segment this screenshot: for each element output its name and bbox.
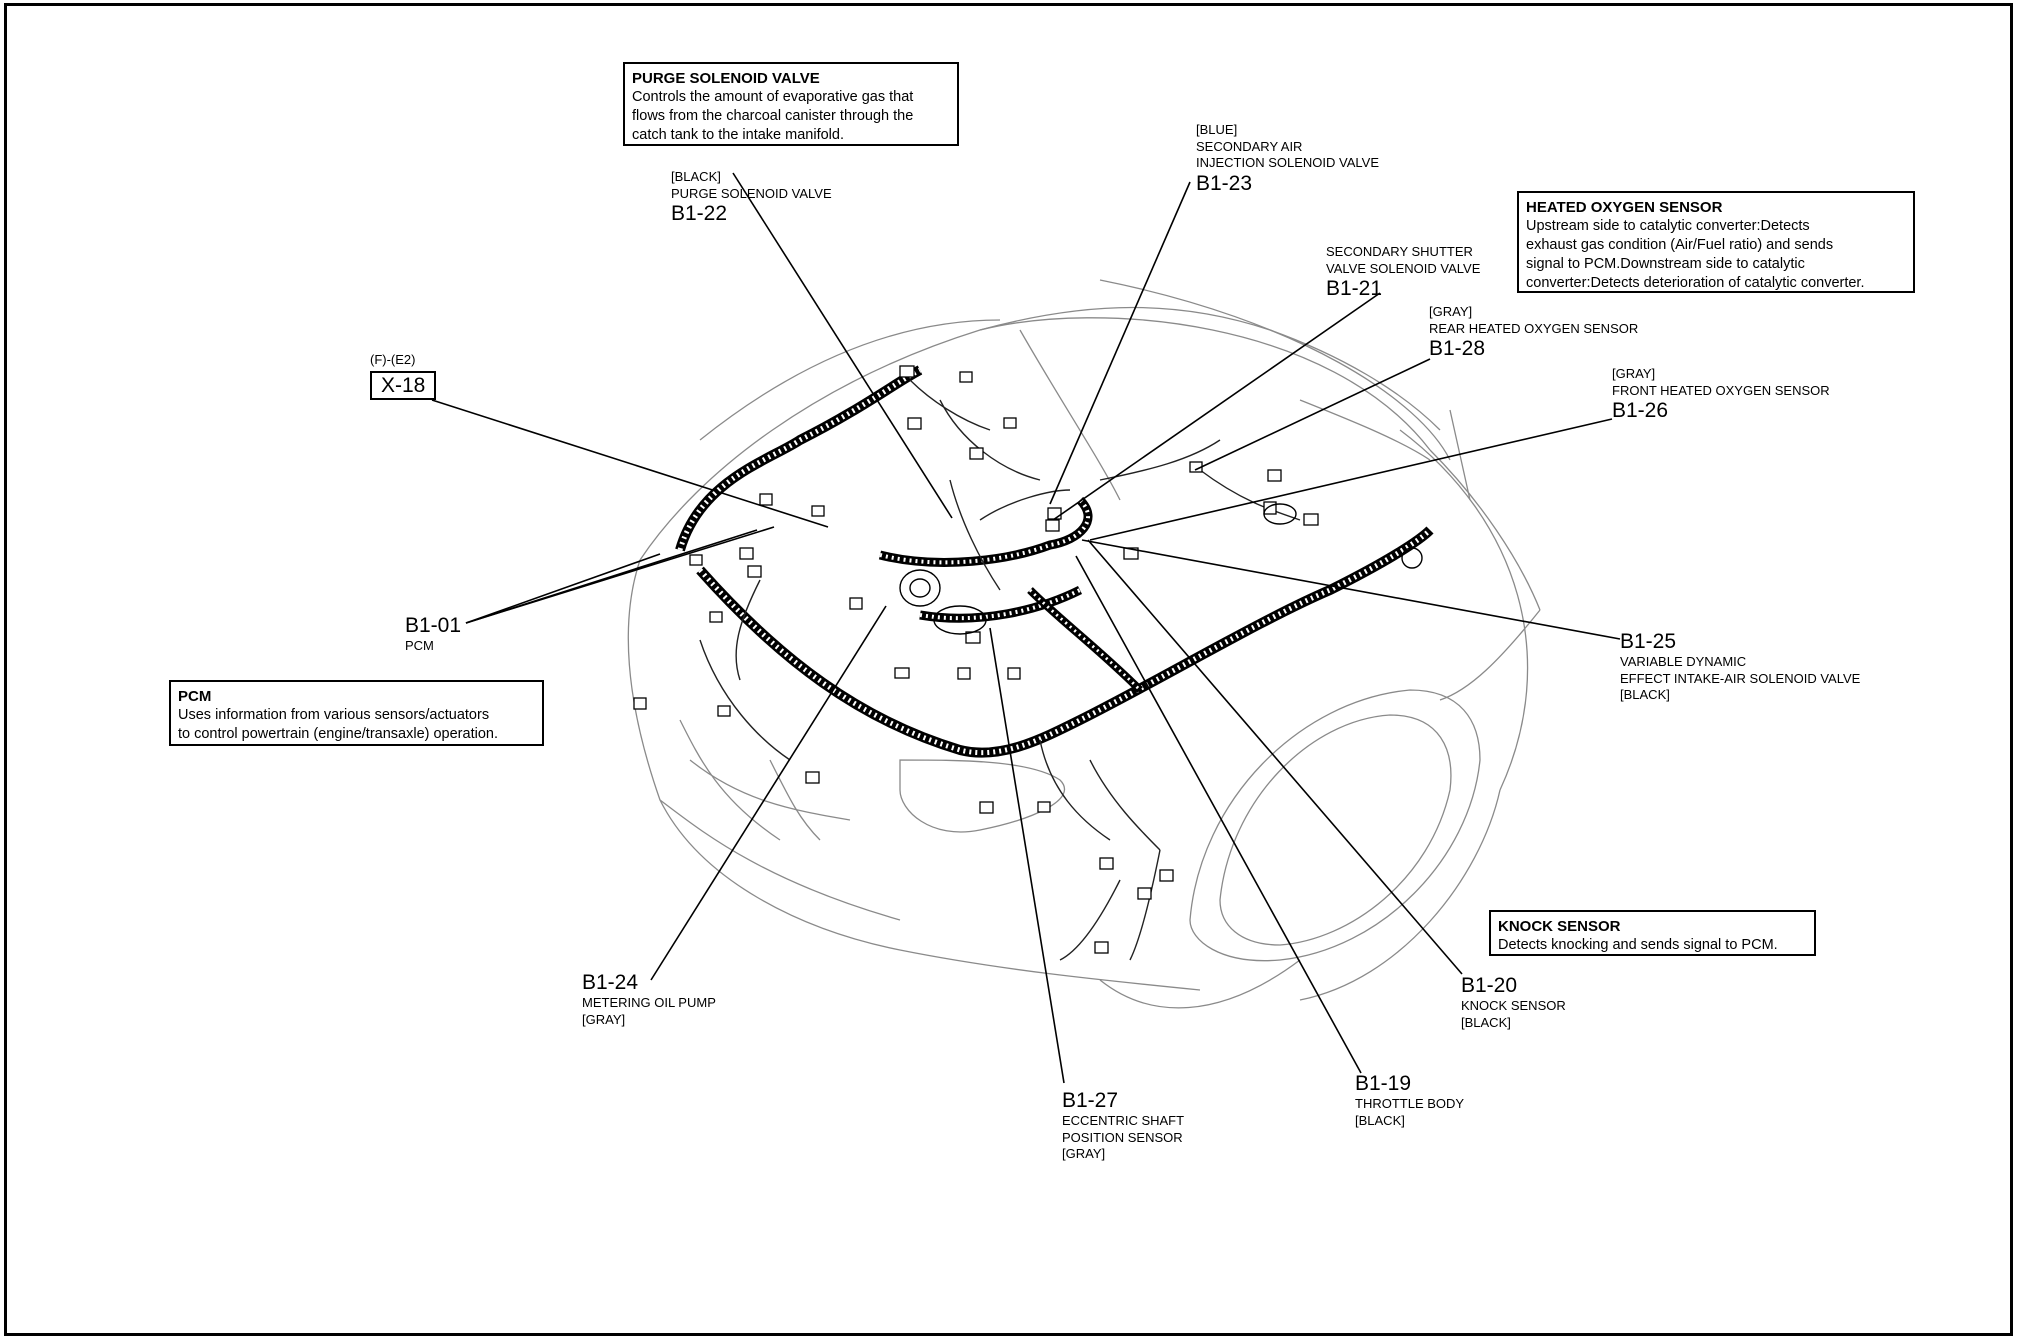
leader-b1-21 (1052, 292, 1381, 521)
callout-body-line: converter:Detects deterioration of catal… (1526, 275, 1865, 291)
callout-body-line: Upstream side to catalytic converter:Det… (1526, 218, 1810, 234)
pcm-callout: PCM Uses information from various sensor… (169, 680, 544, 746)
connector-detail: VARIABLE DYNAMIC (1620, 654, 1747, 669)
callout-body-line: to control powertrain (engine/transaxle)… (178, 726, 498, 742)
leader-b1-25 (1081, 539, 1621, 640)
leader-lines (431, 172, 1621, 1084)
connector-code: B1-01 (405, 614, 462, 637)
connector-code: B1-20 (1461, 974, 1518, 997)
car-body-outline (627, 279, 1541, 1009)
connector-label-b1-27: B1-27 ECCENTRIC SHAFT POSITION SENSOR [G… (1062, 1089, 1184, 1163)
wiring-harness (675, 365, 1434, 758)
callout-title: KNOCK SENSOR (1498, 918, 1621, 935)
leader-x-18 (431, 399, 829, 528)
leader-b1-26 (1089, 418, 1613, 541)
leader-b1-20 (1087, 539, 1463, 975)
connector-detail: [BLUE] (1196, 122, 1238, 137)
connector-label-b1-28: [GRAY] REAR HEATED OXYGEN SENSOR B1-28 (1429, 304, 1638, 361)
leader-b1-28 (1194, 358, 1431, 471)
connector-detail: SECONDARY SHUTTER (1326, 244, 1473, 259)
connector-blocks (633, 365, 1319, 954)
leader-b1-24 (650, 605, 887, 981)
connector-code: B1-24 (582, 971, 639, 994)
connector-detail: REAR HEATED OXYGEN SENSOR (1429, 320, 1639, 336)
connector-detail: [GRAY] (582, 1011, 626, 1027)
knock-sensor-callout: KNOCK SENSOR Detects knocking and sends … (1489, 910, 1816, 956)
callout-body-line: exhaust gas condition (Air/Fuel ratio) a… (1526, 237, 1834, 253)
connector-code-box: X-18 (370, 370, 437, 400)
connector-code: B1-22 (671, 202, 728, 225)
connector-ref-x-18: (F)-(E2) X-18 (370, 352, 437, 400)
connector-label-b1-23: [BLUE] SECONDARY AIR INJECTION SOLENOID … (1196, 122, 1379, 196)
connector-detail: METERING OIL PUMP (582, 995, 716, 1010)
callout-body-line: Uses information from various sensors/ac… (178, 707, 490, 723)
heated-oxygen-sensor-callout: HEATED OXYGEN SENSOR Upstream side to ca… (1517, 191, 1915, 293)
connector-detail: [GRAY] (1429, 304, 1473, 319)
callout-title: PCM (178, 688, 212, 705)
diagram-frame (4, 3, 2013, 1336)
connector-code: B1-21 (1326, 277, 1383, 300)
connector-label-b1-22: [BLACK] PURGE SOLENOID VALVE B1-22 (671, 169, 832, 226)
purge-solenoid-callout: PURGE SOLENOID VALVE Controls the amount… (623, 62, 959, 146)
connector-detail: PURGE SOLENOID VALVE (671, 185, 832, 201)
callout-body-line: Controls the amount of evaporative gas t… (632, 89, 914, 105)
callout-body-line: flows from the charcoal canister through… (632, 108, 914, 124)
connector-code: B1-27 (1062, 1089, 1119, 1112)
connector-label-b1-19: B1-19 THROTTLE BODY [BLACK] (1355, 1072, 1464, 1129)
leader-b1-22 (732, 172, 953, 519)
connector-detail: FRONT HEATED OXYGEN SENSOR (1612, 382, 1830, 398)
callout-title: HEATED OXYGEN SENSOR (1526, 199, 1723, 216)
connector-code: B1-28 (1429, 337, 1486, 360)
connector-label-b1-01: B1-01 PCM (405, 614, 461, 655)
connector-label-b1-20: B1-20 KNOCK SENSOR [BLACK] (1461, 974, 1566, 1031)
leader-b1-01-c (465, 553, 661, 624)
connector-code: B1-25 (1620, 630, 1677, 653)
connector-detail: [GRAY] (1612, 366, 1656, 381)
connector-detail: [BLACK] (671, 169, 721, 184)
connector-detail: INJECTION SOLENOID VALVE (1196, 155, 1380, 170)
connector-detail: EFFECT INTAKE-AIR SOLENOID VALVE (1620, 670, 1861, 686)
connector-label-b1-25: B1-25 VARIABLE DYNAMIC EFFECT INTAKE-AIR… (1620, 630, 1860, 704)
connector-detail: POSITION SENSOR (1062, 1129, 1183, 1145)
connector-label-b1-24: B1-24 METERING OIL PUMP [GRAY] (582, 971, 716, 1028)
connector-code: B1-26 (1612, 399, 1669, 422)
connector-detail: [BLACK] (1461, 1014, 1511, 1030)
leader-b1-27 (989, 627, 1065, 1084)
connector-ref: (F)-(E2) (370, 352, 416, 367)
connector-detail: THROTTLE BODY (1355, 1096, 1465, 1111)
connector-detail: [BLACK] (1355, 1112, 1405, 1128)
leader-b1-23 (1049, 181, 1191, 505)
connector-code: B1-19 (1355, 1072, 1412, 1095)
leader-b1-01-b (465, 529, 758, 624)
connector-detail: [BLACK] (1620, 687, 1670, 702)
callout-body-line: Detects knocking and sends signal to PCM… (1498, 937, 1778, 953)
engine-parts (899, 503, 1423, 635)
branch-wires (699, 379, 1301, 961)
leader-b1-19 (1075, 555, 1362, 1074)
connector-detail: ECCENTRIC SHAFT (1062, 1113, 1185, 1128)
connector-detail: KNOCK SENSOR (1461, 998, 1566, 1013)
connector-detail: SECONDARY AIR (1196, 138, 1303, 154)
connector-label-b1-21: SECONDARY SHUTTER VALVE SOLENOID VALVE B… (1326, 244, 1480, 301)
connector-detail: [GRAY] (1062, 1146, 1106, 1161)
callout-body-line: signal to PCM.Downstream side to catalyt… (1526, 256, 1805, 272)
connector-detail: PCM (405, 638, 434, 653)
connector-detail: VALVE SOLENOID VALVE (1326, 260, 1481, 276)
callout-body-line: catch tank to the intake manifold. (632, 127, 844, 143)
connector-code: B1-23 (1196, 171, 1253, 195)
callout-title: PURGE SOLENOID VALVE (632, 70, 820, 87)
connector-label-b1-26: [GRAY] FRONT HEATED OXYGEN SENSOR B1-26 (1612, 366, 1830, 423)
